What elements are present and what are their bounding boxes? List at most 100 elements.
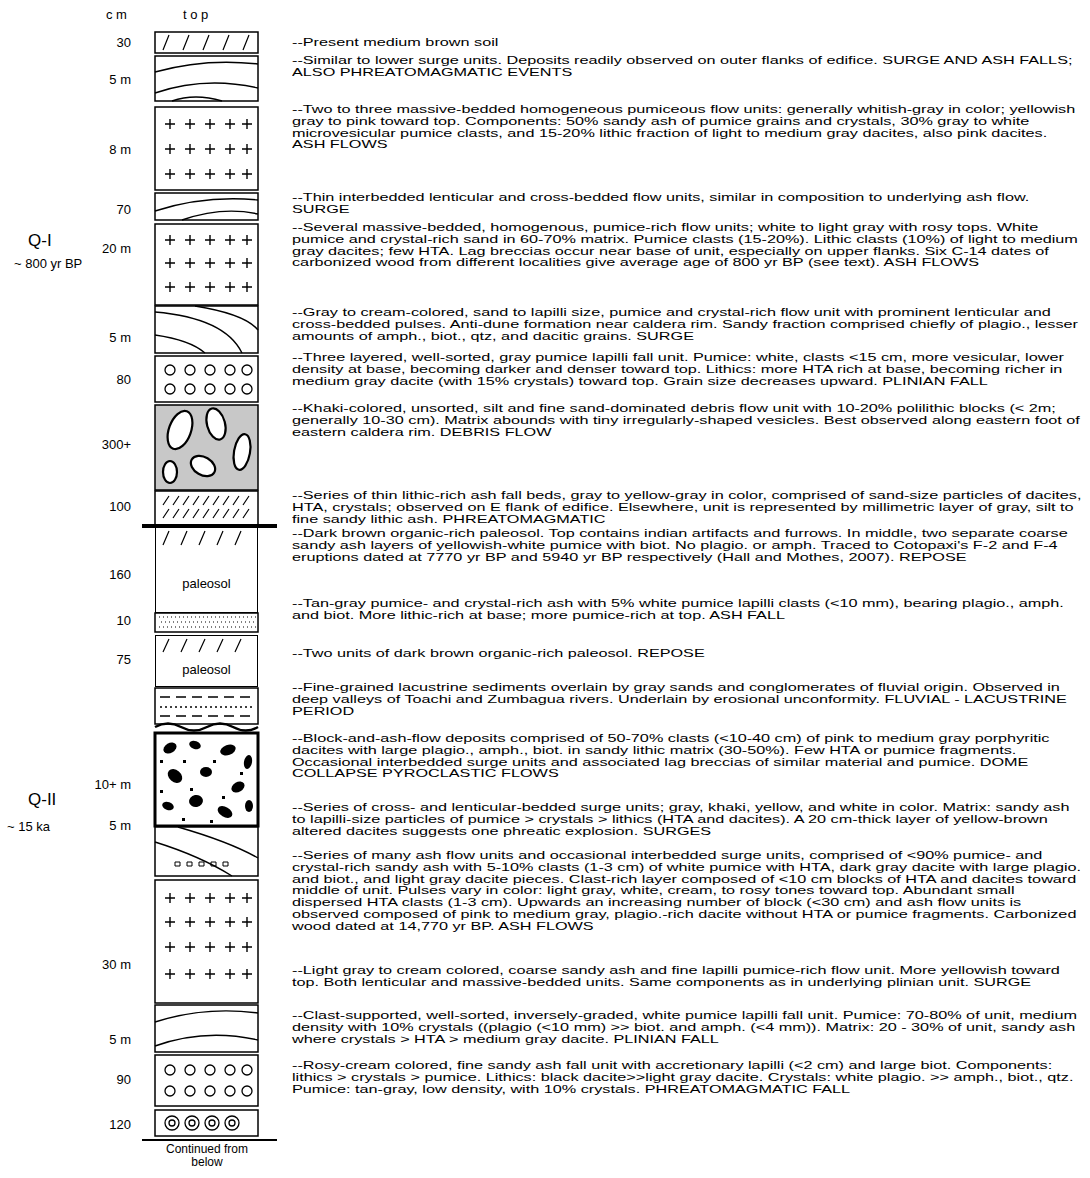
surge-layer xyxy=(155,306,258,353)
surge-pattern xyxy=(172,97,222,101)
thickness-label: 100 xyxy=(109,499,131,514)
pumice-pattern xyxy=(225,365,235,375)
block-and-ash-layer xyxy=(155,733,258,826)
layer-name: paleosol xyxy=(182,662,230,677)
unit-description: --Light gray to cream colored, coarse sa… xyxy=(292,965,1082,989)
surge-pattern xyxy=(182,211,258,220)
surge-pattern xyxy=(155,335,205,353)
unit-description: --Gray to cream-colored, sand to lapilli… xyxy=(292,307,1082,342)
plinian-layer xyxy=(155,356,258,402)
ash-fall-pattern xyxy=(163,496,249,505)
phreatomagmatic-layer xyxy=(155,491,258,525)
sequence-label: Q-II xyxy=(28,790,56,809)
plinian-layer xyxy=(155,1055,258,1106)
ash-fall-layer xyxy=(155,613,258,632)
surge-pattern xyxy=(155,83,258,93)
lacustrine-pattern xyxy=(160,696,254,698)
surge-pattern xyxy=(155,199,258,211)
surge-pattern xyxy=(195,306,258,330)
thickness-label: 80 xyxy=(117,372,131,387)
dacite-block xyxy=(161,800,175,812)
thickness-label: 5 m xyxy=(109,818,131,833)
surge-pattern xyxy=(155,1011,258,1022)
pumice-pattern xyxy=(165,1086,175,1096)
phreatic-layer-mark xyxy=(175,862,228,866)
dacite-block xyxy=(219,743,237,758)
unit-description: --Khaki-colored, unsorted, silt and fine… xyxy=(292,403,1082,438)
thickness-label: 120 xyxy=(109,1117,131,1132)
dacite-block xyxy=(229,779,246,795)
dacite-block xyxy=(243,754,253,769)
ash-flow-layer xyxy=(155,107,258,190)
dacite-block xyxy=(188,739,202,751)
unit-description: --Several massive-bedded, homogenous, pu… xyxy=(292,222,1082,269)
surge-layer xyxy=(155,56,258,101)
continuation-note: Continued from below xyxy=(157,1143,257,1169)
surge-pattern xyxy=(178,827,258,858)
ash-flow-layer xyxy=(155,224,258,305)
unit-description: --Present medium brown soil xyxy=(292,37,1082,49)
age-label: ~ 15 ka xyxy=(7,819,50,834)
pumice-pattern xyxy=(205,1086,215,1096)
thickness-label: 30 m xyxy=(102,957,131,972)
unit-description: --Clast-supported, well-sorted, inversel… xyxy=(292,1010,1082,1045)
pumice-pattern xyxy=(242,1086,252,1096)
age-label: ~ 800 yr BP xyxy=(14,256,82,271)
accretionary-lapilli xyxy=(189,1120,195,1126)
thickness-label: 8 m xyxy=(109,142,131,157)
accretionary-layer xyxy=(155,1110,258,1136)
lacustrine-pattern xyxy=(160,706,254,708)
unit-description: --Two to three massive-bedded homogeneou… xyxy=(292,104,1082,151)
surge-pattern xyxy=(155,1035,258,1046)
unit-description: --Series of cross- and lenticular-bedded… xyxy=(292,802,1082,837)
accretionary-lapilli xyxy=(229,1120,235,1126)
accretionary-lapilli xyxy=(205,1116,219,1130)
soil-pattern xyxy=(163,35,249,50)
pumice-pattern xyxy=(242,1065,252,1075)
matrix-dots xyxy=(160,760,243,823)
accretionary-lapilli xyxy=(225,1116,239,1130)
pumice-pattern xyxy=(165,365,175,375)
thickness-label: 90 xyxy=(117,1072,131,1087)
thickness-label: 10 xyxy=(117,613,131,628)
column-header: t o p xyxy=(183,7,208,22)
unit-description: --Rosy-cream colored, fine sandy ash fal… xyxy=(292,1060,1082,1095)
pumice-pattern xyxy=(165,384,175,394)
surge-pattern xyxy=(155,842,232,876)
unit-description: --Thin interbedded lenticular and cross-… xyxy=(292,192,1082,216)
surge-layer xyxy=(155,827,258,876)
ash-flow-pattern xyxy=(165,893,252,979)
thickness-label: 70 xyxy=(117,202,131,217)
thickness-label: 20 m xyxy=(102,241,131,256)
unit-description: --Three layered, well-sorted, gray pumic… xyxy=(292,352,1082,387)
debris-block xyxy=(203,406,229,442)
unit-description: --Fine-grained lacustrine sediments over… xyxy=(292,682,1082,717)
dacite-block xyxy=(165,766,185,785)
dacite-block xyxy=(216,804,235,821)
ash-flow-pattern xyxy=(165,119,252,179)
unit-description: --Tan-gray pumice- and crystal-rich ash … xyxy=(292,598,1082,622)
pumice-pattern xyxy=(225,1065,235,1075)
surge-pattern xyxy=(155,62,258,72)
unit-description: --Two units of dark brown organic-rich p… xyxy=(292,648,1082,660)
column-header: c m xyxy=(106,7,127,22)
ash-flow-pattern xyxy=(165,235,252,292)
thickness-label: 30 xyxy=(117,35,131,50)
pumice-pattern xyxy=(185,365,195,375)
pumice-pattern xyxy=(185,1065,195,1075)
surge-pattern xyxy=(155,312,242,353)
dacite-block xyxy=(161,740,178,756)
debris-block xyxy=(231,433,253,471)
unit-description: --Block-and-ash-flow deposits comprised … xyxy=(292,733,1082,780)
accretionary-lapilli xyxy=(169,1120,175,1126)
ash-flow-layer xyxy=(155,880,258,1003)
pumice-pattern xyxy=(242,384,252,394)
thickness-label: 160 xyxy=(109,567,131,582)
debris-block xyxy=(163,461,177,483)
debris-block xyxy=(187,452,219,481)
soil-layer xyxy=(155,32,258,53)
soil-pattern xyxy=(163,531,241,545)
thickness-label: 5 m xyxy=(109,330,131,345)
